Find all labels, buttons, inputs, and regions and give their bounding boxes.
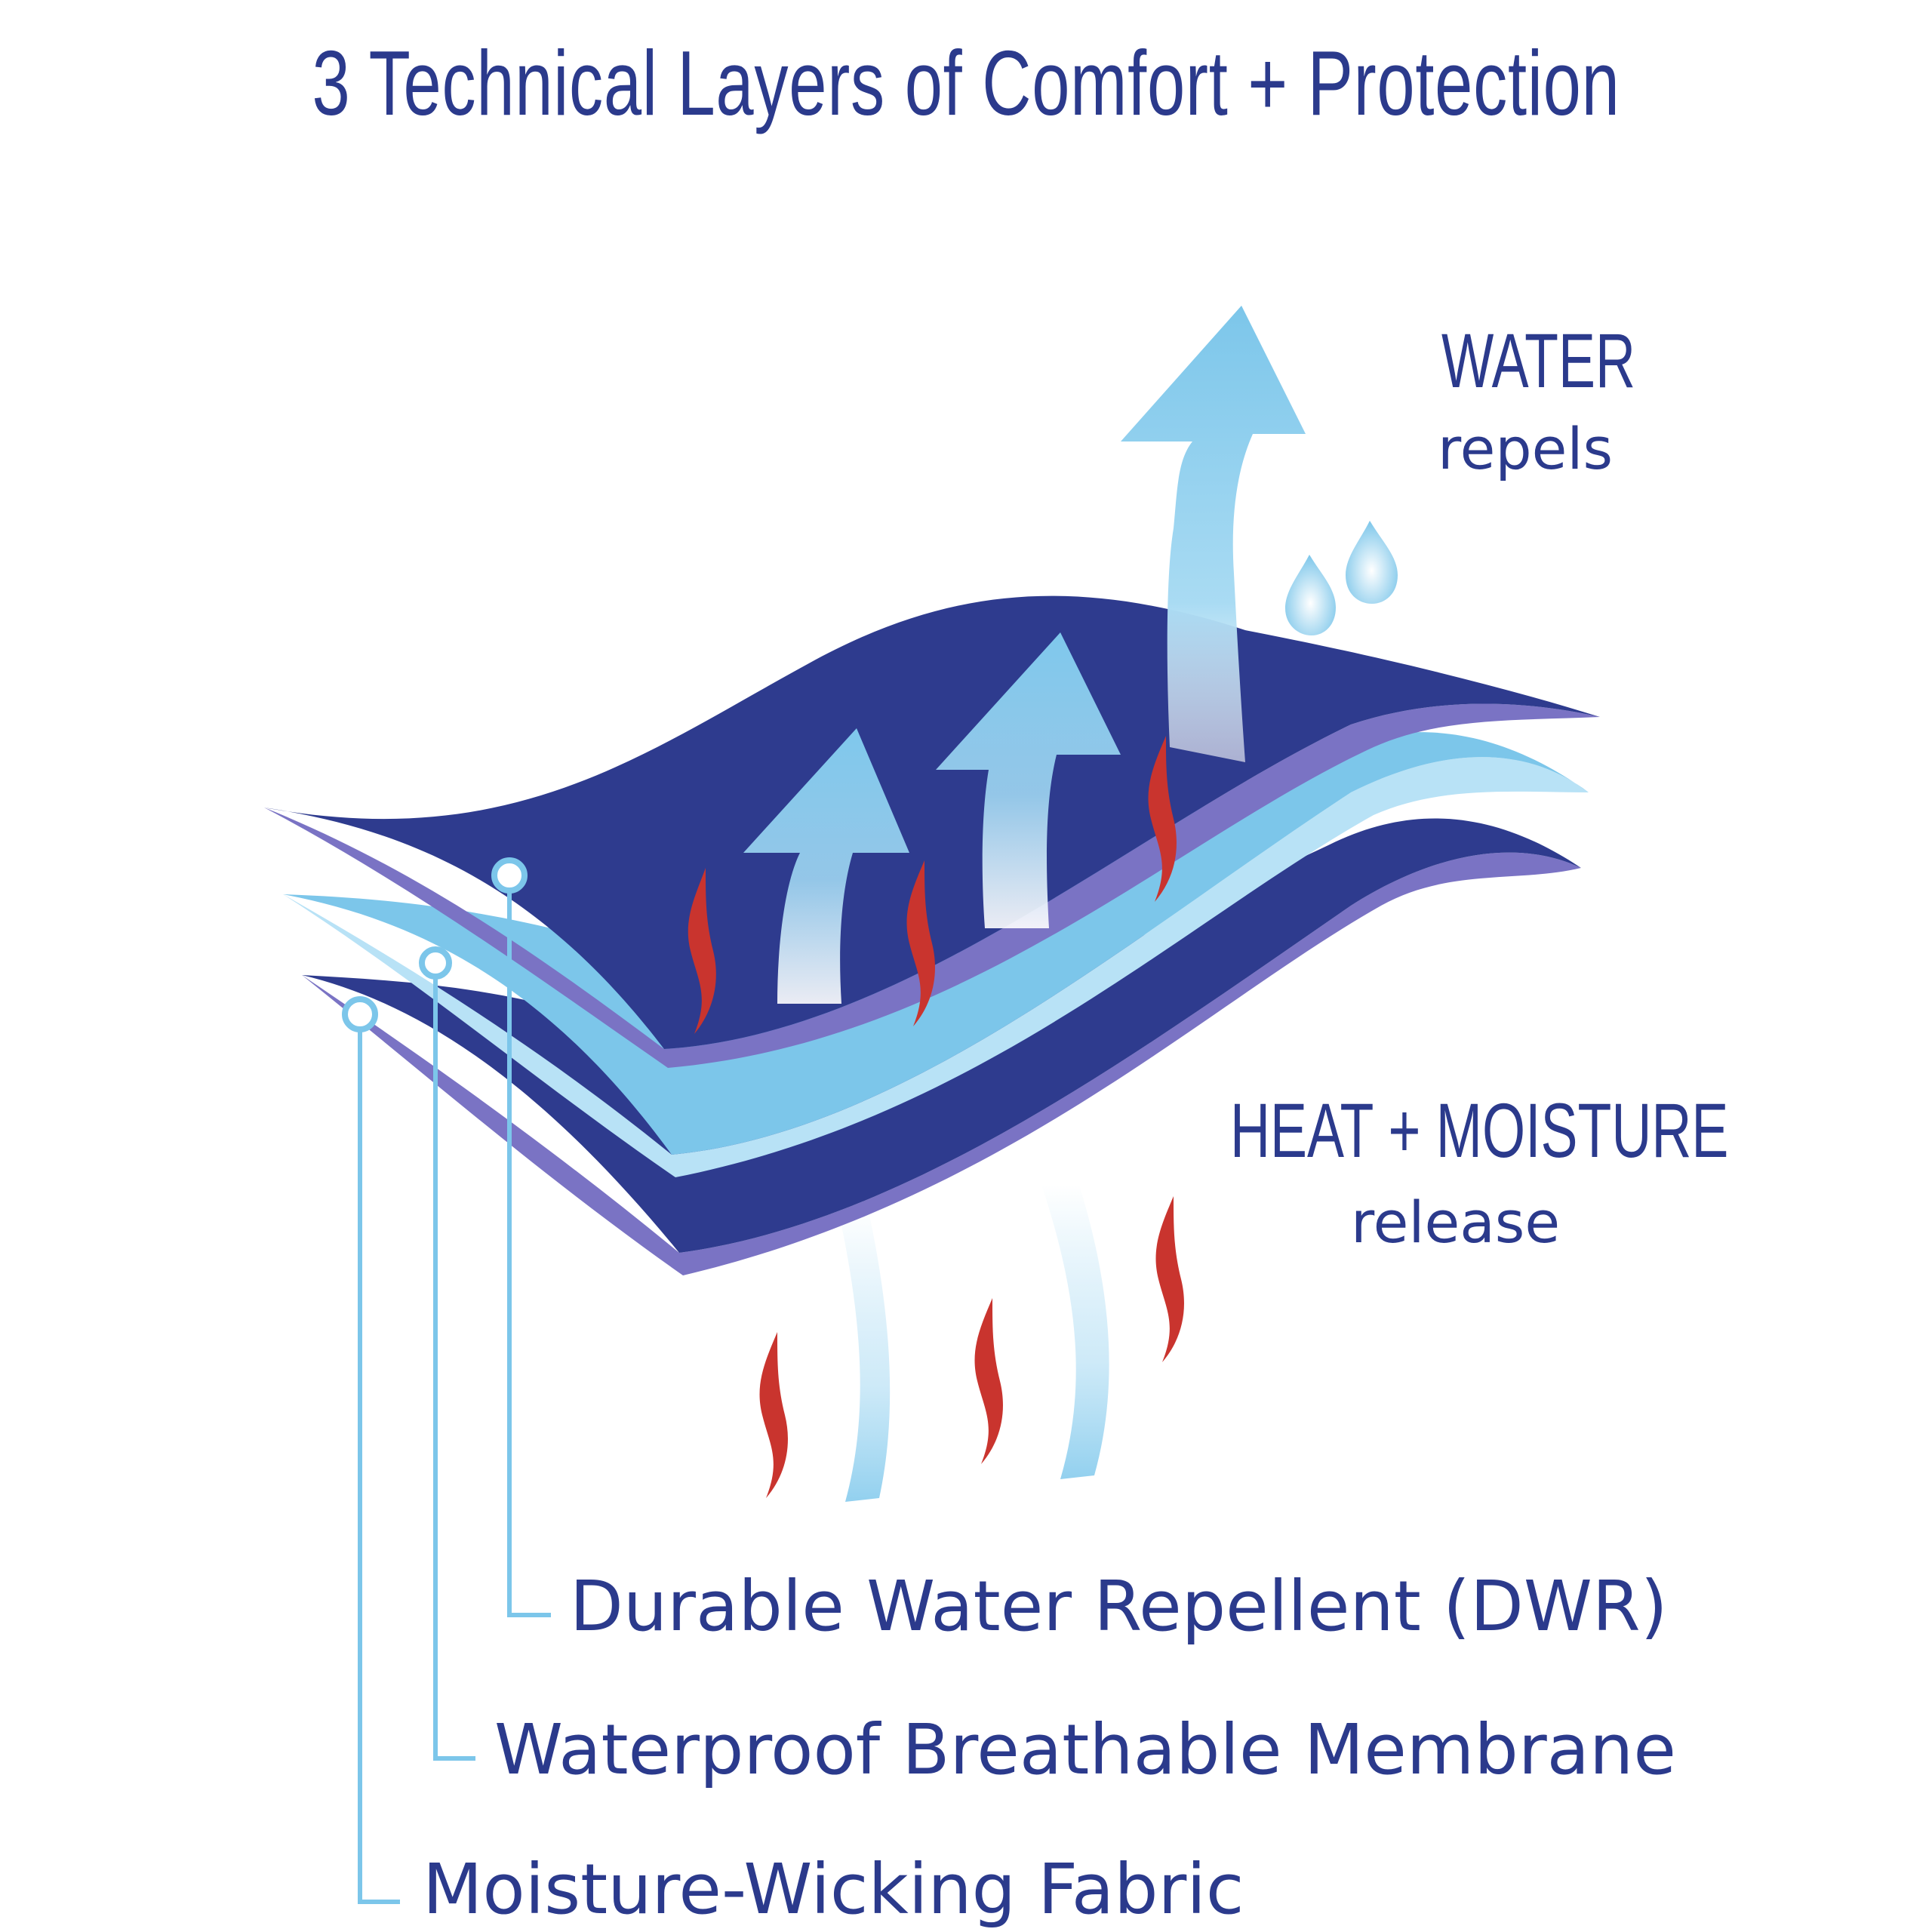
heat-wave-icon (688, 868, 716, 1034)
water-heading: WATER (1441, 318, 1636, 404)
dwr-dot (491, 857, 528, 894)
heat-moisture-heading: HEAT + MOISTURE (1230, 1088, 1729, 1174)
fabric-leader-line (358, 1017, 400, 1904)
heat-wave-icon (1155, 1196, 1184, 1362)
heat-waves (688, 736, 1184, 1498)
dwr-layer (264, 595, 1600, 1068)
dwr-leader-line (507, 879, 551, 1617)
arrow-up-left (743, 728, 909, 1004)
callout-lines (358, 879, 551, 1904)
heat-wave-icon (974, 1298, 1003, 1464)
heat-moisture-subheading: release (1351, 1189, 1561, 1256)
moisture-release-streams (838, 1185, 1109, 1502)
page-title: 3 Technical Layers of Comfort + Protecti… (312, 32, 1620, 134)
water-drops (1285, 521, 1398, 635)
arrow-up-right (936, 632, 1121, 928)
heat-wave-icon (759, 1332, 788, 1498)
heat-wave-icon (1148, 736, 1177, 902)
water-drop-icon (1346, 521, 1398, 604)
water-subheading: repels (1438, 415, 1614, 482)
stream-right (1041, 1185, 1109, 1479)
membrane-leader-line (433, 966, 475, 1761)
dwr-label: Durable Water Repellent (DWR) (570, 1566, 1668, 1647)
breathable-arrows (743, 306, 1306, 1004)
callout-dots (342, 857, 528, 1032)
fabric-dot (342, 996, 378, 1032)
stream-left (838, 1208, 891, 1502)
heat-wave-icon (906, 860, 935, 1026)
membrane-dot (419, 946, 452, 980)
arrow-water-repels (1121, 306, 1306, 762)
membrane-label: Waterproof Breathable Membrane (494, 1709, 1676, 1790)
fabric-label: Moisture-Wicking Fabric (423, 1849, 1244, 1930)
water-drop-icon (1285, 555, 1336, 635)
